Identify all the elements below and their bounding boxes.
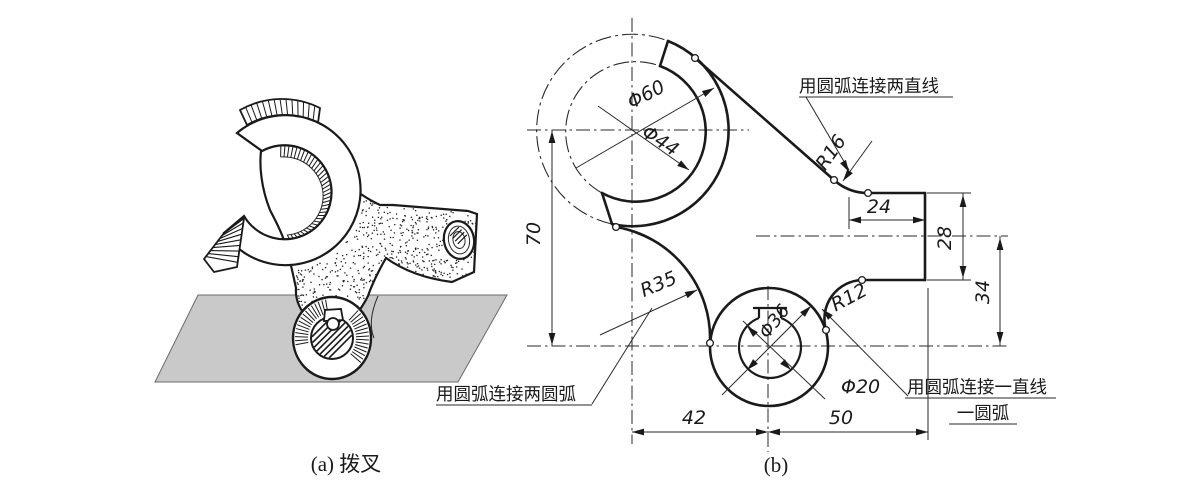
ring-lower-cut: [600, 191, 614, 226]
boss-face-hatch: [295, 299, 369, 363]
tangent-point: [863, 188, 873, 198]
label-42: 42: [682, 407, 706, 429]
phi44-bold-arc: [600, 64, 707, 203]
ring-band-hatch: [245, 98, 316, 123]
ring-bore-hatch: [280, 144, 333, 240]
tangent-point: [705, 338, 715, 348]
label-phi60: Φ60: [624, 76, 669, 114]
ring-upper-cut: [658, 39, 670, 68]
body-fillet-line: [370, 295, 379, 339]
phi20-dim-line: [742, 320, 826, 400]
phi60-dim-line: [575, 87, 715, 169]
ring-annulus: [222, 114, 362, 267]
tangent-line: [693, 56, 836, 182]
tangent-point: [821, 325, 831, 335]
tangent-point-markers: [611, 53, 873, 348]
thread-hatch: [449, 226, 468, 245]
phi20-hole-arc: [737, 316, 803, 380]
dimension-drawing-panel: Φ60 Φ44 70 R35 R16 R12 24 28 34 Φ36 Φ20 …: [436, 18, 1056, 477]
label-r35: R35: [637, 267, 680, 302]
caption-b: (b): [764, 453, 789, 477]
pictorial-view-panel: (a) 拨叉: [154, 98, 508, 476]
keyway-lobe: [326, 317, 340, 331]
construction-arcs: [536, 33, 669, 225]
label-phi20: Φ20: [841, 376, 880, 398]
caption-a: (a) 拨叉: [311, 452, 382, 476]
label-50: 50: [829, 407, 853, 429]
phi44-dim-line: [597, 105, 690, 171]
phi44-construction-arc: [565, 61, 661, 194]
tangent-point: [857, 275, 867, 285]
fork-ring: [202, 98, 362, 274]
part-outline: [600, 39, 927, 408]
r16-arc: [832, 178, 870, 195]
label-70: 70: [523, 222, 545, 246]
callout-connect-line-arc-2: 一圆弧: [957, 403, 1010, 423]
callout-underlines: [436, 96, 1056, 425]
tangent-point: [690, 53, 700, 63]
label-34: 34: [972, 280, 994, 304]
label-28: 28: [934, 226, 956, 250]
label-24: 24: [867, 196, 891, 218]
prong-hatch: [205, 222, 244, 263]
phi60-construction-arc: [536, 33, 669, 225]
dimension-lines: [551, 87, 1001, 440]
r35-arc: [614, 225, 712, 345]
phi36-dim-line: [721, 305, 812, 396]
callout-connect-two-lines: 用圆弧连接两直线: [799, 76, 939, 96]
phi36-boss-circle: [708, 286, 830, 408]
callout-connect-line-arc-1: 用圆弧连接一直线: [907, 377, 1047, 397]
keyway-notch: [753, 306, 787, 318]
r35-leader: [599, 289, 698, 336]
label-phi44: Φ44: [638, 121, 683, 161]
tangent-point: [611, 222, 621, 232]
dimension-arrowheads: [548, 88, 1004, 436]
threaded-hole: [442, 220, 476, 260]
tangent-point: [829, 175, 839, 185]
label-r12: R12: [828, 279, 871, 316]
callout-two-arcs-leader: [591, 307, 653, 405]
callout-line-arc-leader: [821, 308, 909, 397]
callout-connect-two-arcs: 用圆弧连接两圆弧: [436, 384, 576, 404]
boss: [291, 295, 373, 381]
callout-texts: 用圆弧连接两直线 用圆弧连接两圆弧 用圆弧连接一直线 一圆弧: [436, 76, 1047, 423]
callout-two-lines-leader: [805, 96, 850, 171]
r12-arc: [823, 278, 864, 332]
